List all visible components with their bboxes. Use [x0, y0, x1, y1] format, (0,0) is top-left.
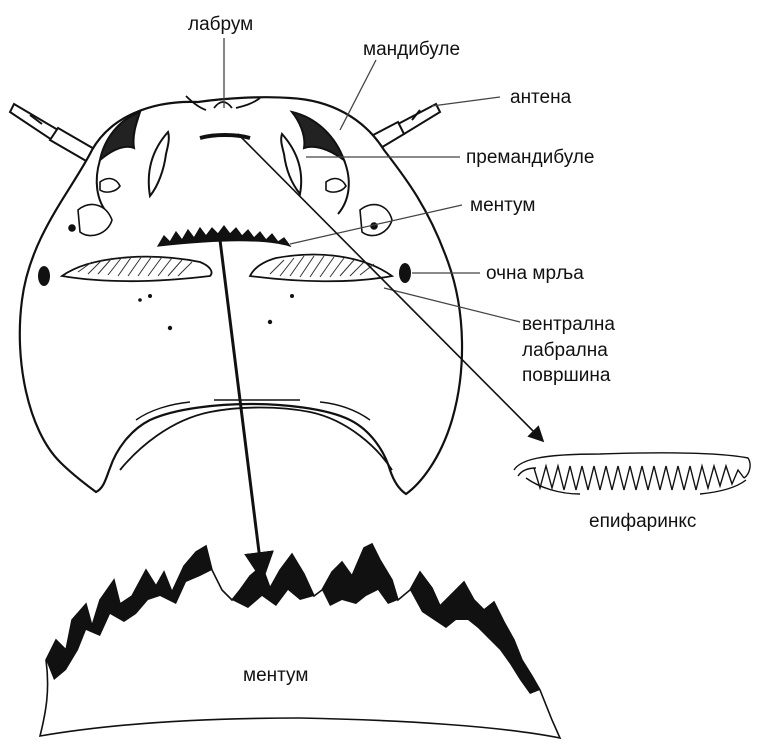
label-antenna: антена — [510, 88, 571, 107]
label-labrum: лабрум — [188, 15, 253, 34]
left-eye-spot — [38, 266, 50, 286]
label-eye-spot: очна мрља — [486, 264, 584, 283]
label-ventral-labral-surface: вентрална лабрална површина — [522, 312, 615, 389]
right-eye-spot — [399, 263, 411, 283]
label-mandibles: мандибуле — [363, 40, 460, 59]
label-ventral-line-3: површина — [522, 363, 615, 389]
epipharynx-drawing — [514, 453, 750, 494]
label-mentum-bottom: ментум — [243, 666, 308, 685]
label-mentum-top: ментум — [470, 196, 535, 215]
label-epipharynx: епифаринкс — [589, 512, 696, 531]
leader-mandibles — [340, 60, 376, 130]
leader-antenna — [432, 97, 500, 106]
label-ventral-line-2: лабрална — [522, 338, 615, 364]
left-antenna — [10, 104, 96, 162]
label-premandibles: премандибуле — [466, 148, 594, 167]
label-ventral-line-1: вентрална — [522, 312, 615, 338]
